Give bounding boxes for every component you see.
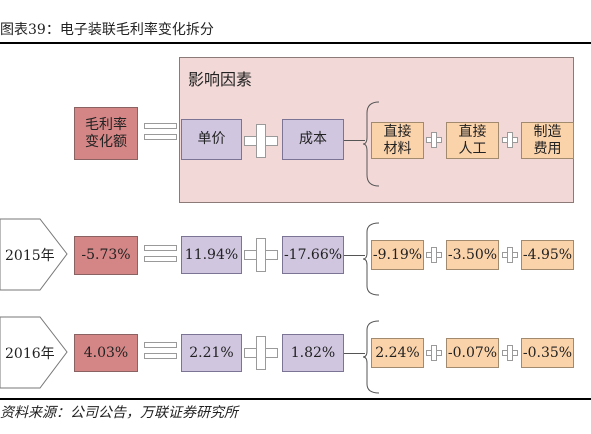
direct-labor-2015: -3.50% (446, 240, 499, 270)
connector-line (344, 255, 365, 256)
footer-rule (0, 398, 591, 400)
plus-icon (426, 345, 442, 361)
year-label-2015: 2015年 (5, 248, 55, 264)
plus-icon (244, 336, 278, 370)
unit-price-2015: 11.94% (181, 236, 242, 274)
brace-icon (362, 101, 380, 187)
source-note: 资料来源：公司公告，万联证券研究所 (0, 405, 238, 421)
direct-material-2016: 2.24% (371, 338, 424, 368)
margin-change-2016: 4.03% (74, 334, 138, 372)
plus-icon (244, 238, 278, 272)
connector-line (344, 140, 365, 141)
cost-2015: -17.66% (282, 236, 344, 274)
brace-icon (362, 320, 380, 394)
header-margin-change-box: 毛利率 变化额 (74, 107, 138, 160)
connector-line (344, 353, 365, 354)
equals-icon (144, 340, 177, 362)
plus-icon (426, 132, 442, 148)
year-label-2016: 2016年 (5, 346, 55, 362)
header-unit-price-box: 单价 (181, 119, 242, 160)
title-underline (0, 42, 591, 44)
unit-price-2016: 2.21% (181, 334, 242, 372)
header-direct-material-box: 直接 材料 (371, 122, 424, 159)
header-direct-labor-box: 直接 人工 (446, 122, 499, 159)
header-manufacturing-cost-box: 制造 费用 (521, 122, 574, 159)
direct-labor-2016: -0.07% (446, 338, 499, 368)
equals-icon (144, 243, 177, 265)
plus-icon (502, 247, 518, 263)
margin-change-2015: -5.73% (74, 236, 138, 275)
direct-material-2015: -9.19% (371, 240, 424, 270)
manufacturing-cost-2015: -4.95% (521, 240, 574, 270)
cost-2016: 1.82% (282, 334, 344, 372)
header-cost-box: 成本 (282, 119, 344, 160)
influence-factors-label: 影响因素 (188, 70, 253, 89)
plus-icon (502, 345, 518, 361)
manufacturing-cost-2016: -0.35% (521, 338, 574, 368)
plus-icon (244, 124, 278, 158)
year-arrow-2015 (0, 218, 68, 291)
brace-icon (362, 222, 380, 296)
plus-icon (502, 132, 518, 148)
plus-icon (426, 247, 442, 263)
equals-icon (144, 121, 177, 143)
figure-title: 图表39：电子装联毛利率变化拆分 (0, 22, 214, 38)
year-arrow-2016 (0, 316, 68, 389)
